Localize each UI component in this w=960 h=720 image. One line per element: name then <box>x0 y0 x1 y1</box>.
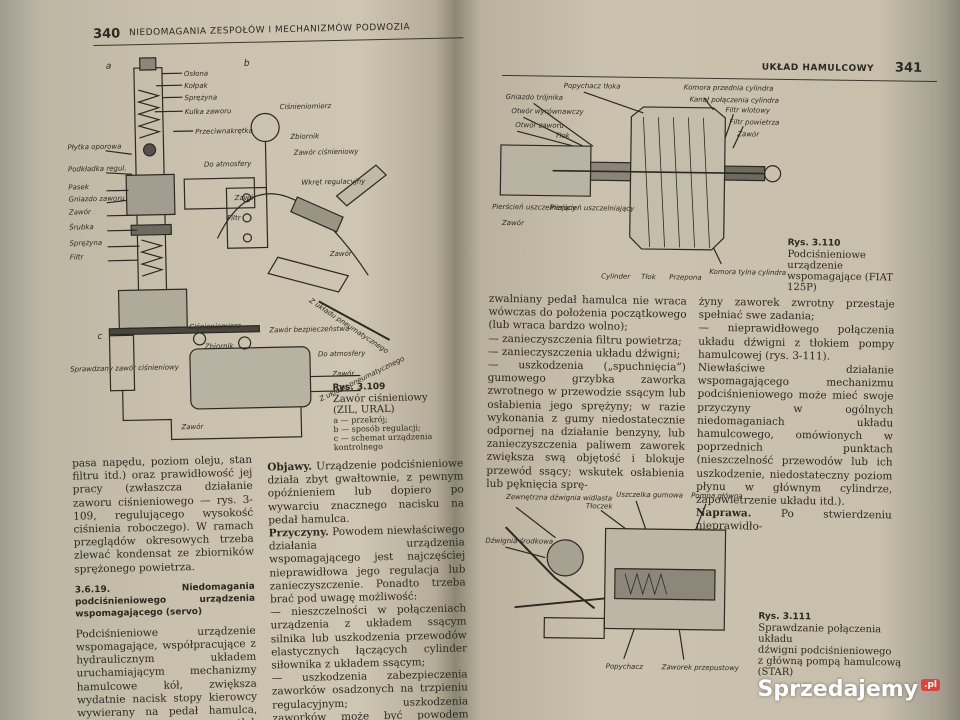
label-sprezyna-a: Sprężyna <box>184 93 217 102</box>
label-kolpak: Kołpak <box>184 82 209 91</box>
figure-3-110-drawing: Popychacz tłoka Komora przednia cylindra… <box>492 82 786 282</box>
f110-label-15: Cylinder <box>601 272 631 280</box>
label-zawor-cisn-b: Zawór ciśnieniowy <box>293 148 360 157</box>
right-page-number: 341 <box>894 60 923 76</box>
f111-label-2: Uszczelka gumowa <box>616 491 683 500</box>
f111-label-3: Pompa główna <box>691 492 743 501</box>
watermark-text: Sprzedajemy <box>757 677 919 702</box>
label-plytka: Płytka oporowa <box>67 142 121 151</box>
label-filtr-a: Filtr <box>70 253 85 261</box>
figure-3-111-drawing: Zewnętrzna dźwignia widlasta Uszczelka g… <box>485 491 743 673</box>
panel-a-label: a <box>106 62 112 72</box>
right-col-2-item: — nieprawidłowego połączenia układu dźwi… <box>697 322 895 363</box>
f110-label-17: Przepona <box>669 273 702 281</box>
label-zawor-a: Zawór <box>68 208 92 217</box>
f111-label-7: Zaworek przepustowy <box>661 663 740 672</box>
figure-3-109: a b c Osłona Kołpak Sprężyna Kulka zawor… <box>64 44 443 466</box>
right-list-item-3: — uszkodzenia („spuchnięcia”) gumowego g… <box>486 358 686 492</box>
label-atmosfera-b: Do atmosfery <box>204 160 252 169</box>
left-col-1-bottom: Podciśnieniowe urządzenie wspomagające, … <box>75 624 258 720</box>
f110-label-14: Komora tylna cylindra <box>709 268 786 277</box>
left-col-1: pasa napędu, poziom oleju, stan filtru i… <box>72 454 258 720</box>
label-sprezyna-a2: Sprężyna <box>69 239 102 248</box>
left-list-item-1: — nieszczelności w połączeniach urządzen… <box>270 602 468 672</box>
caption-3-109-legend-4: kontrolnego <box>333 442 384 453</box>
figure-3-111: Zewnętrzna dźwignia widlasta Uszczelka g… <box>483 487 756 685</box>
f111-label-5: Dźwignia środkowa <box>485 537 553 546</box>
f110-label-11: Pierścień uszczelniający <box>492 203 577 212</box>
caption-3-111-number: Rys. 3.111 <box>758 611 812 623</box>
panel-b-label: b <box>244 59 250 69</box>
left-page: 340 NIEDOMAGANIA ZESPOŁÓW I MECHANIZMÓW … <box>3 0 483 720</box>
caption-3-110-line-4: 125P) <box>786 281 817 294</box>
f111-label-4: Tłoczek <box>586 502 614 510</box>
label-cisnieniomierz-c: Ciśnieniomierz <box>189 322 241 331</box>
label-atmosfera-c: Do atmosfery <box>318 349 366 358</box>
caption-3-110-line-2: urządzenie <box>787 259 844 272</box>
f110-label-16: Tłok <box>641 273 657 281</box>
label-zbiornik-b: Zbiornik <box>289 132 320 141</box>
f110-label-1: Popychacz tłoka <box>564 82 621 91</box>
caption-3-111-line-1: Sprawdzanie połączenia układu <box>758 622 882 646</box>
f111-label-1: Zewnętrzna dźwignia widlasta <box>505 493 612 502</box>
right-running-header: UKŁAD HAMULCOWY <box>761 62 875 75</box>
caption-3-109-number: Rys. 3.109 <box>332 382 386 394</box>
label-podkladka: Podkładka regul. <box>68 164 127 173</box>
label-zawor-c1: Zawór <box>331 370 355 379</box>
label-sprawdzany-c: Sprawdzany zawór ciśnieniowy <box>70 363 180 373</box>
section-title-3-6-19: 3.6.19. Niedomagania podciśnieniowego ur… <box>74 581 256 620</box>
f110-label-7: Otwór zaworu <box>515 121 564 130</box>
label-zawor-b1: Zawór <box>234 194 258 203</box>
label-przeciwnakretka: Przeciwnakrętka <box>195 127 253 136</box>
right-col-1-top: zwalniany pedał hamulca nie wraca wówcza… <box>488 292 687 334</box>
f111-label-6: Popychacz <box>606 662 644 671</box>
f110-label-13: Pierścień uszczelniający <box>550 204 635 213</box>
f110-label-9: Filtr powietrza <box>729 118 779 127</box>
watermark-suffix: .pl <box>921 679 940 691</box>
figure-3-109-drawing: a b c Osłona Kołpak Sprężyna Kulka zawor… <box>67 57 406 441</box>
left-col-1-top: pasa napędu, poziom oleju, stan filtru i… <box>72 453 255 576</box>
label-wkret-b: Wkręt regulacyjny <box>301 177 366 186</box>
caption-3-111: Rys. 3.111 Sprawdzanie połączenia układu… <box>758 611 909 680</box>
right-col-2-para: Niewłaściwe działanie wspomagającego mec… <box>695 361 894 508</box>
label-zawor-c2: Zawór <box>180 423 204 432</box>
left-running-header: NIEDOMAGANIA ZESPOŁÓW I MECHANIZMÓW PODW… <box>129 22 411 39</box>
figure-3-110: Popychacz tłoka Komora przednia cylindra… <box>491 75 794 293</box>
left-col-2: Objawy. Urządzenie podciśnieniowe działa… <box>267 457 469 720</box>
f110-label-12: Zawór <box>501 219 525 227</box>
przyczyny-label: Przyczyny. <box>268 526 329 540</box>
objawy-label: Objawy. <box>267 460 313 474</box>
f110-label-3: Gniazdo trójnika <box>506 93 563 102</box>
label-srubka: Śrubka <box>69 222 94 232</box>
label-zawor-bezp-c: Zawór bezpieczeństwa <box>268 325 349 335</box>
watermark-logo: Sprzedajemy .pl <box>758 677 940 702</box>
left-page-number: 340 <box>92 26 121 43</box>
label-gniazdo: Gniazdo zaworu <box>69 194 126 203</box>
label-pasek: Pasek <box>68 183 90 191</box>
right-col-2-top: żyny zaworek zwrotny przestaje spełniać … <box>698 295 895 323</box>
label-cisnieniomierz-b: Ciśnieniomierz <box>280 102 332 111</box>
caption-3-109: Rys. 3.109 Zawór ciśnieniowy (ZIL, URAL)… <box>332 379 463 452</box>
caption-3-110: Rys. 3.110 Podciśnieniowe urządzenie wsp… <box>787 237 918 295</box>
label-filtr-b: Filtr <box>227 214 242 222</box>
label-oslona: Osłona <box>184 70 208 79</box>
right-col-1: zwalniany pedał hamulca nie wraca wówcza… <box>486 293 687 494</box>
f110-label-8: Tłok <box>555 132 571 140</box>
f110-label-5: Otwór wyrównawczy <box>511 107 584 116</box>
caption-3-110-number: Rys. 3.110 <box>787 237 841 249</box>
left-list-item-2: — uszkodzenia zabezpieczenia zaworków os… <box>271 668 469 720</box>
label-zawor-b2: Zawór <box>329 250 353 259</box>
right-page: UKŁAD HAMULCOWY 341 <box>473 0 960 720</box>
f110-label-2: Komora przednia cylindra <box>684 83 774 92</box>
f110-label-6: Filtr wlotowy <box>725 106 771 115</box>
panel-c-label: c <box>97 332 102 342</box>
f110-label-4: Kanał połączenia cylindra <box>690 96 779 105</box>
label-kulka: Kulka zaworu <box>185 107 232 116</box>
f110-label-10: Zawór <box>736 130 760 138</box>
label-zbiornik-c: Zbiornik <box>204 342 235 351</box>
